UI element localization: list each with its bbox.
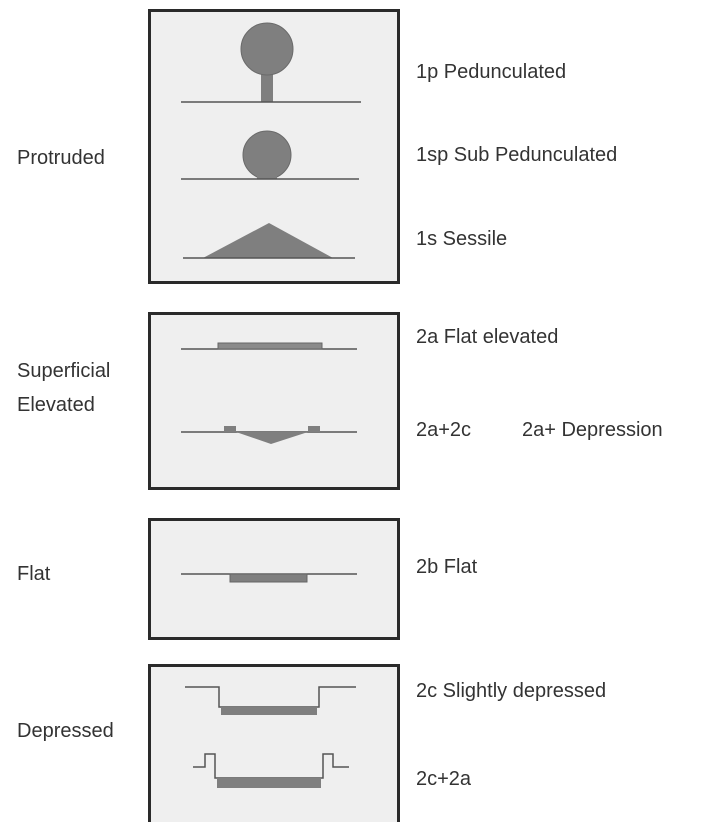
flat-elevated-shape bbox=[181, 342, 357, 350]
elevated-depression-shape bbox=[181, 426, 357, 444]
pedunculated-shape bbox=[181, 22, 361, 103]
label-2a-2c-desc: 2a+ Depression bbox=[522, 419, 663, 441]
flat-shape bbox=[181, 573, 357, 583]
category-superficial-elevated-line1: Superficial bbox=[17, 360, 111, 382]
label-2a: 2a Flat elevated bbox=[416, 326, 559, 348]
category-protruded: Protruded bbox=[17, 147, 105, 169]
label-2b: 2b Flat bbox=[416, 556, 478, 578]
label-2c-2a: 2c+2a bbox=[416, 768, 472, 790]
category-depressed: Depressed bbox=[17, 720, 114, 742]
label-1s: 1s Sessile bbox=[416, 228, 508, 250]
depressed-diagrams bbox=[185, 686, 356, 788]
elevated-diagrams bbox=[181, 342, 357, 444]
category-superficial-elevated-line2: Elevated bbox=[17, 394, 95, 416]
label-1p: 1p Pedunculated bbox=[416, 61, 567, 83]
sub-pedunculated-shape bbox=[181, 130, 359, 180]
category-flat: Flat bbox=[17, 563, 51, 585]
protruded-diagrams bbox=[181, 22, 361, 259]
depressed-box bbox=[148, 664, 400, 822]
flat-diagram bbox=[181, 573, 357, 583]
label-1sp: 1sp Sub Pedunculated bbox=[416, 144, 618, 166]
sessile-shape bbox=[183, 223, 355, 259]
label-2c: 2c Slightly depressed bbox=[416, 680, 607, 702]
flat-box bbox=[148, 518, 400, 640]
depressed-elevated-shape bbox=[193, 753, 349, 788]
protruded-box bbox=[148, 9, 400, 284]
label-2a-2c-code: 2a+2c bbox=[416, 419, 472, 441]
superficial-elevated-box bbox=[148, 312, 400, 490]
slightly-depressed-shape bbox=[185, 686, 356, 715]
